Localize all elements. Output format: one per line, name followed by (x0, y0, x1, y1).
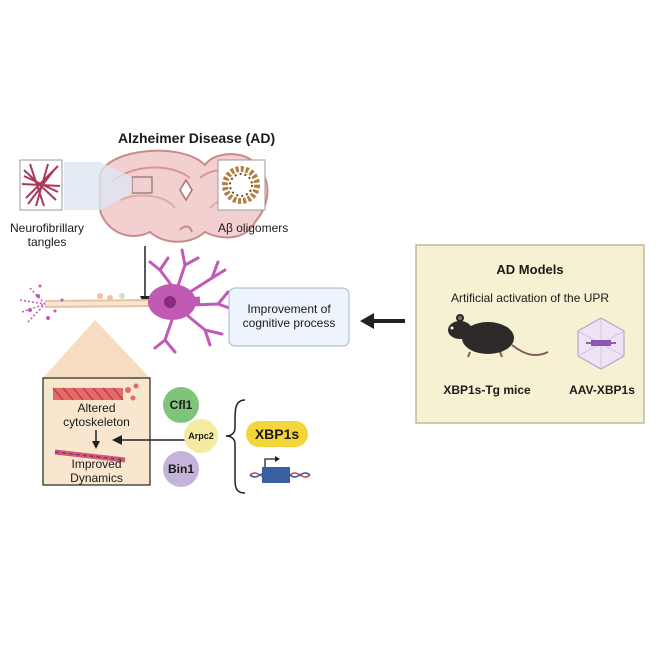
oligomers-label: Aβ oligomers (218, 221, 289, 235)
altered-line1: Altered (77, 401, 116, 415)
cfl1-label: Cfl1 (169, 398, 193, 412)
improvement-line1: Improvement of (247, 302, 331, 316)
cfl1-bubble (163, 387, 199, 423)
tangles-label-line1: Neurofibrillary (9, 221, 85, 235)
tangles-label-line2: tangles (27, 235, 67, 249)
improved-line1: Improved (71, 457, 122, 471)
curly-brace (225, 399, 246, 494)
arpc2-bubble (184, 419, 218, 453)
altered-cytoskeleton-label: Altered cytoskeleton (43, 401, 150, 429)
improved-dynamics-label: Improved Dynamics (43, 457, 150, 485)
models-subtitle: Artificial activation of the UPR (450, 291, 610, 305)
filament-altered-icon (52, 383, 139, 401)
altered-line2: cytoskeleton (63, 415, 130, 429)
improvement-line2: cognitive process (242, 316, 336, 330)
bin1-bubble (163, 451, 199, 487)
callout-left (64, 162, 132, 210)
filament-improved-icon (54, 449, 126, 463)
improved-line2: Dynamics (70, 471, 123, 485)
bin1-label: Bin1 (167, 462, 194, 476)
models-title: AD Models (496, 262, 564, 277)
tangles-image-icon (19, 159, 63, 211)
page-title: Alzheimer Disease (AD) (118, 130, 276, 146)
mouse-label: XBP1s-Tg mice (443, 383, 531, 397)
gene-dna-icon (249, 456, 311, 483)
neuron-icon (19, 248, 237, 354)
arpc2-label: Arpc2 (188, 431, 214, 441)
xbp1s-pill (246, 421, 308, 447)
aav-label: AAV-XBP1s (569, 383, 635, 397)
improvement-label: Improvement of cognitive process (229, 302, 349, 330)
xbp1s-label: XBP1s (254, 426, 300, 442)
mouse-icon (448, 314, 549, 358)
amyloid-oligomers-icon (217, 159, 266, 211)
tangles-label: Neurofibrillary tangles (2, 221, 92, 249)
aav-capsid-icon (577, 317, 625, 370)
improvement-box (228, 287, 350, 347)
zoom-triangle (43, 320, 150, 378)
